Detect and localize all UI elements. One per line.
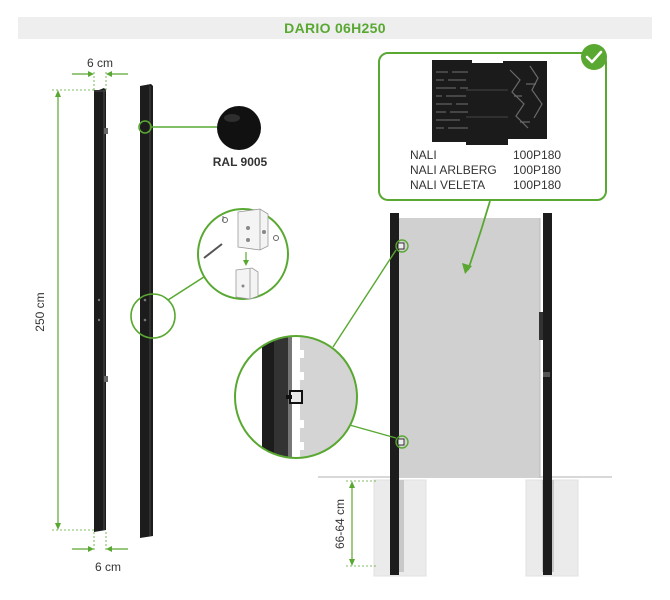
hinge-detail bbox=[234, 335, 358, 459]
panel-name-2: NALI ARLBERG bbox=[410, 163, 497, 177]
gate-post-right bbox=[543, 213, 552, 575]
bottom-width-label: 6 cm bbox=[95, 560, 121, 574]
color-label: RAL 9005 bbox=[213, 155, 268, 169]
bottom-width-dimension: 6 cm bbox=[72, 532, 128, 574]
panel-name-1: NALI bbox=[410, 148, 437, 162]
foundation bbox=[318, 476, 612, 577]
top-width-dimension: 6 cm bbox=[72, 56, 128, 92]
color-callout: RAL 9005 bbox=[138, 106, 268, 169]
panel-code-1: 100P180 bbox=[513, 148, 561, 162]
hinges bbox=[332, 239, 409, 449]
product-title: DARIO 06H250 bbox=[284, 20, 386, 36]
height-label: 250 cm bbox=[33, 292, 47, 331]
panel-code-2: 100P180 bbox=[513, 163, 561, 177]
depth-label: 66-64 cm bbox=[333, 499, 347, 549]
gate-panel bbox=[399, 218, 540, 478]
color-swatch bbox=[217, 106, 261, 150]
height-dimension: 250 cm bbox=[33, 89, 94, 531]
panel-callout: NALI 100P180 NALI ARLBERG 100P180 NALI V… bbox=[378, 44, 607, 201]
post-side bbox=[140, 84, 153, 538]
post-front bbox=[94, 88, 108, 532]
panel-name-3: NALI VELETA bbox=[410, 178, 485, 192]
title-bar: DARIO 06H250 bbox=[18, 17, 652, 39]
gate-post-left bbox=[390, 213, 399, 575]
post-joint-detail bbox=[130, 208, 289, 339]
depth-dimension: 66-64 cm bbox=[333, 480, 376, 567]
top-width-label: 6 cm bbox=[87, 56, 113, 70]
panel-thumbnails bbox=[432, 60, 547, 145]
check-circle-icon bbox=[581, 44, 607, 70]
panel-code-3: 100P180 bbox=[513, 178, 561, 192]
